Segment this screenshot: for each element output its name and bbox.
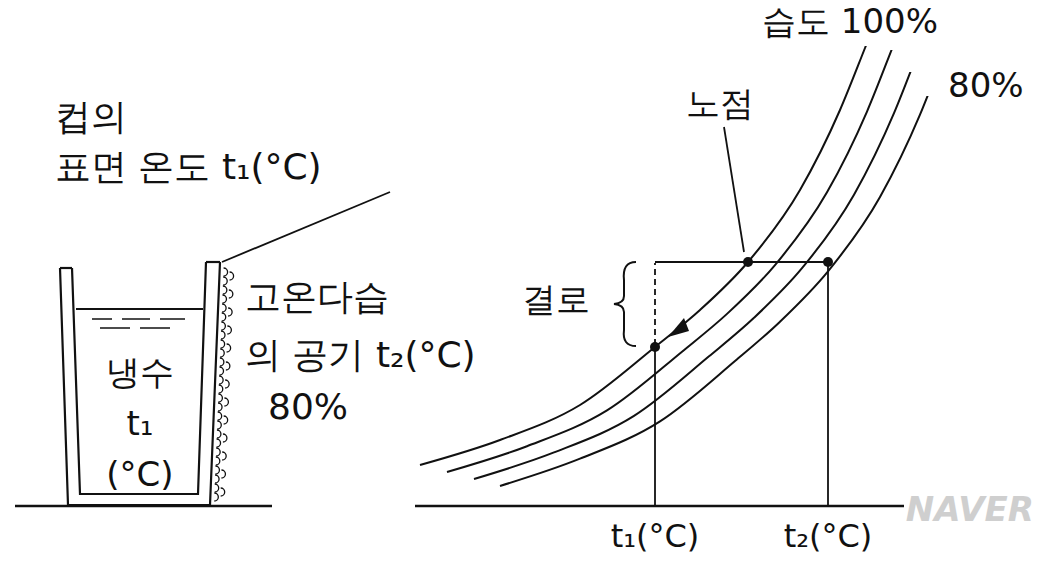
dew-gap-line [654, 263, 656, 345]
air-label: 의 공기 t₂(°C) [245, 334, 476, 375]
axis-label: t₁(°C) [611, 518, 700, 555]
t2-line [827, 262, 829, 506]
humidity-curves [420, 10, 960, 486]
dew-point [743, 257, 753, 267]
point [650, 342, 660, 352]
vapor-line [655, 261, 828, 263]
axis-label: t₂(°C) [784, 518, 873, 555]
cold-water-cup: 냉수 t₁ (°C) [55, 255, 240, 517]
air-label: 고온다습 [245, 276, 389, 317]
node-text: 냉수 t₁ (°C) [95, 347, 185, 500]
condensation-label: 결로 [522, 280, 590, 319]
curve-label: 80% [948, 66, 1024, 105]
t1-line [654, 348, 656, 506]
callout-label: 컵의 [55, 96, 127, 137]
humidity-curve [474, 72, 934, 479]
dew-point-label: 노점 [686, 84, 754, 123]
arrow-head [668, 318, 689, 337]
humidity-curve [500, 96, 960, 486]
leader-line [724, 127, 744, 252]
watermark: NAVER [904, 490, 1036, 529]
humidity-value: 80% [268, 386, 348, 427]
point [823, 257, 833, 267]
brace [614, 262, 636, 346]
curve-label: 습도 100% [762, 2, 938, 41]
leader-line [222, 192, 390, 262]
callout-label: 표면 온도 t₁(°C) [55, 146, 322, 187]
